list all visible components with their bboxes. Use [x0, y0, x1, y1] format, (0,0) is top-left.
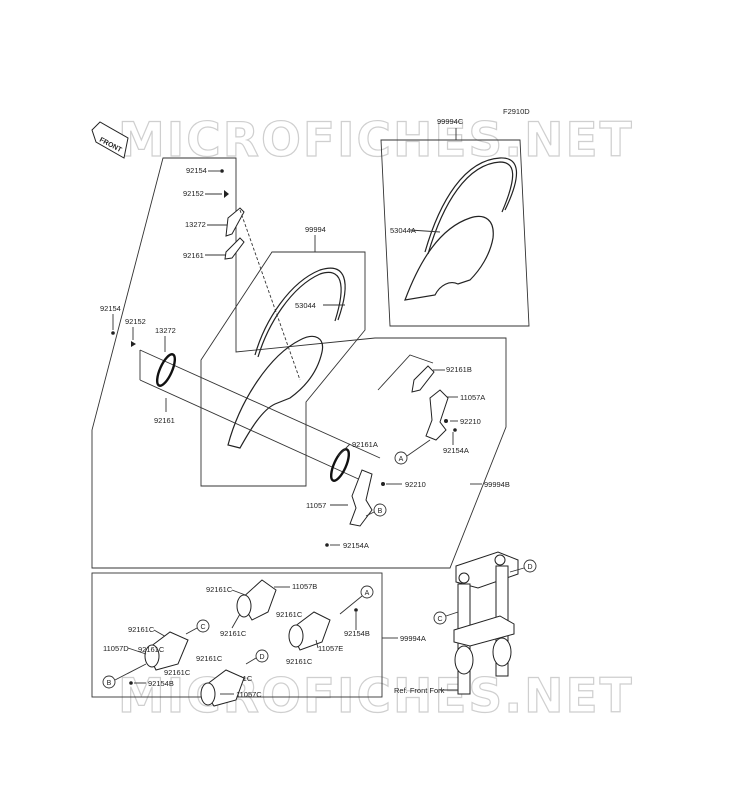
watermark-top: MICROFICHES.NET	[118, 113, 634, 168]
label-92154-left: 92154	[100, 304, 121, 313]
callout-a-upper-label: A	[399, 456, 404, 463]
label-92154-top: 92154	[186, 166, 207, 175]
callout-a-lower	[360, 585, 374, 599]
bracket-11057E	[288, 611, 331, 651]
label-13272-left: 13272	[155, 326, 176, 335]
label-92161C-3: 92161C	[276, 610, 303, 619]
label-13272-top: 13272	[185, 220, 206, 229]
bracket-11057A	[425, 389, 449, 441]
bracket-11057C	[200, 669, 245, 707]
label-92161B: 92161B	[446, 365, 472, 374]
label-11057E: 11057E	[318, 644, 343, 653]
kit-box-99994C	[380, 139, 530, 327]
label-11057B: 11057B	[292, 582, 317, 591]
reference-front-fork: Ref. Front Fork	[394, 686, 445, 695]
callout-d-lower	[255, 649, 269, 663]
callout-c-lower-label: C	[200, 624, 205, 631]
callout-d-fork-label: D	[527, 564, 532, 571]
label-92161C-2: 92161C	[220, 629, 247, 638]
label-11057: 11057	[306, 501, 326, 510]
label-99994A: 99994A	[400, 634, 426, 643]
callout-d-fork	[523, 559, 537, 573]
label-92161C-8: 92161C	[196, 654, 223, 663]
label-92154B-1: 92154B	[344, 629, 370, 638]
label-11057C: 11057C	[236, 690, 262, 699]
screw-icon-left	[111, 331, 115, 335]
diagram-id: F2910D	[503, 107, 530, 116]
windscreen-53044A	[404, 215, 494, 301]
front-fork-reference	[453, 551, 519, 695]
callout-d-lower-label: D	[259, 654, 264, 661]
rubber-92161B	[411, 365, 435, 393]
label-53044: 53044	[295, 301, 316, 310]
label-92161C-6: 92161C	[138, 645, 165, 654]
label-92154B-2: 92154B	[148, 679, 174, 688]
label-99994: 99994	[305, 225, 326, 234]
label-92161A: 92161A	[352, 440, 378, 449]
label-92210-mid: 92210	[405, 480, 426, 489]
callout-b-lower-label: B	[107, 680, 112, 687]
windscreen-trim-53044	[254, 267, 346, 356]
bracket-11057B	[236, 579, 277, 621]
bracket-13272-top	[225, 207, 245, 237]
callout-b-lower	[102, 675, 116, 689]
watermark-bottom: MICROFICHES.NET	[118, 669, 634, 724]
label-92152-left: 92152	[125, 317, 146, 326]
rubber-92161-top	[224, 237, 245, 260]
label-99994C: 99994C	[437, 117, 464, 126]
callout-c-fork	[433, 611, 447, 625]
label-11057D: 11057D	[103, 644, 129, 653]
callout-c-lower	[196, 619, 210, 633]
label-92161C-5: 92161C	[128, 625, 155, 634]
windscreen-trim-99994C	[424, 157, 518, 253]
callout-b-upper-label: B	[378, 508, 383, 515]
handlebar-tube	[139, 349, 381, 483]
callout-c-fork-label: C	[437, 616, 442, 623]
label-92161C-1: 92161C	[206, 585, 233, 594]
label-92161C-7: 92161C	[164, 668, 191, 677]
label-11057A: 11057A	[460, 393, 485, 402]
nut-icon-left	[131, 341, 136, 347]
label-53044A: 53044A	[390, 226, 416, 235]
kit-box-99994	[200, 251, 366, 487]
label-92152-top: 92152	[183, 189, 204, 198]
screw-icon	[220, 169, 224, 173]
bracket-11057	[349, 469, 373, 527]
callout-a-lower-label: A	[365, 590, 370, 597]
label-92161-top: 92161	[183, 251, 204, 260]
label-92154A-right: 92154A	[443, 446, 469, 455]
kit-box-99994B	[91, 157, 507, 569]
label-92210-right: 92210	[460, 417, 481, 426]
label-92154A-mid: 92154A	[343, 541, 369, 550]
callout-b-upper	[373, 503, 387, 517]
label-99994B: 99994B	[484, 480, 510, 489]
nut-icon	[224, 190, 229, 198]
callout-a-upper	[394, 451, 408, 465]
bracket-11057D	[144, 631, 189, 671]
label-92161C-4: 92161C	[286, 657, 313, 666]
label-92161-left: 92161	[154, 416, 175, 425]
windscreen-main	[227, 335, 324, 449]
